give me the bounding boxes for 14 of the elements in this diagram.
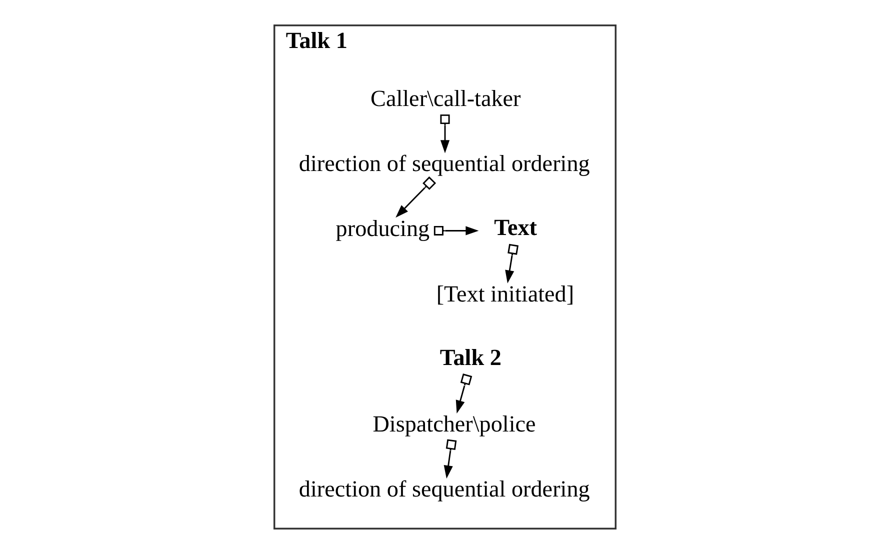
node-text: producing [335, 216, 430, 242]
node-text: Dispatcher\police [372, 411, 536, 438]
arrow [504, 244, 518, 284]
node-text: Talk 2 [439, 344, 501, 371]
arrow [395, 176, 436, 218]
node-text: [Text initiated] [436, 281, 574, 308]
node-text: Caller\call-taker [370, 86, 520, 112]
arrow [455, 374, 472, 414]
arrow [440, 114, 450, 154]
node-text: Text [494, 214, 537, 241]
node-text: direction of sequential ordering [298, 476, 590, 503]
node-text: direction of sequential ordering [298, 151, 590, 178]
arrow [443, 439, 456, 479]
arrow [433, 226, 478, 236]
